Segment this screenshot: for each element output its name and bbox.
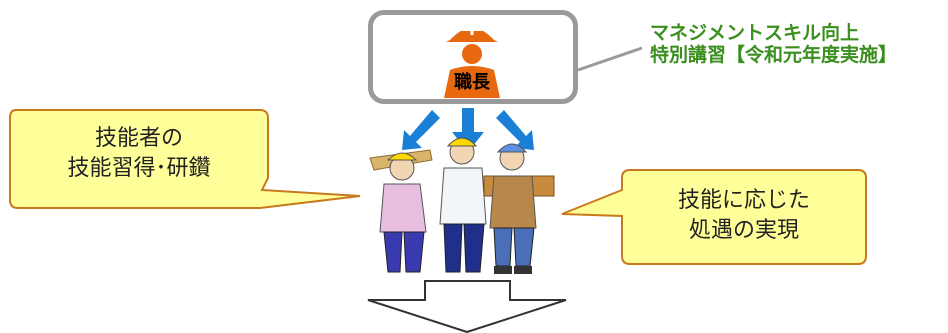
left-callout-line1: 技能者の — [94, 126, 183, 151]
arrow-left-down — [402, 110, 440, 150]
management-note-line2: 特別講習【令和元年度実施】 — [650, 44, 898, 66]
foreman-label: 職長 — [454, 72, 490, 93]
management-skill-note: マネジメントスキル向上 特別講習【令和元年度実施】 — [650, 22, 897, 66]
workers-illustration — [369, 137, 555, 274]
left-callout-bubble — [9, 109, 361, 209]
left-callout-text: 技能者の 技能習得･研鑽 — [12, 124, 266, 184]
management-note-line1: マネジメントスキル向上 — [650, 22, 860, 44]
left-callout-line2: 技能習得･研鑽 — [67, 156, 211, 181]
right-callout-line1: 技能に応じた — [677, 188, 810, 213]
bottom-outline-arrow — [367, 280, 567, 333]
arrow-right-down — [496, 110, 534, 150]
right-callout-line2: 処遇の実現 — [688, 218, 799, 243]
note-connector — [577, 46, 643, 72]
right-callout-bubble — [561, 169, 867, 265]
foreman-icon — [444, 24, 500, 98]
right-callout-text: 技能に応じた 処遇の実現 — [622, 186, 866, 246]
